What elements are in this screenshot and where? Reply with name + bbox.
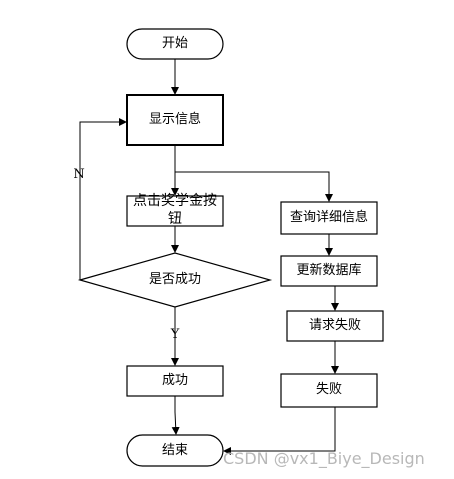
click-button-label-line2: 钮 (168, 211, 182, 227)
fail-label: 失败 (315, 382, 342, 397)
success-label: 成功 (161, 373, 188, 388)
decision-diamond (77, 252, 273, 308)
show-info-box (126, 94, 224, 146)
request-fail-box (286, 310, 384, 342)
show-info-label: 显示信息 (148, 112, 201, 127)
click-button-label-line1: 点击奖学金按 (133, 193, 217, 209)
decision-label: 是否成功 (148, 272, 201, 287)
update-db-label: 更新数据库 (296, 263, 362, 278)
start-label: 开始 (161, 36, 188, 51)
fail-box (280, 373, 378, 408)
query-detail-box (280, 201, 378, 235)
yes-edge-label: Y (170, 327, 180, 342)
arrow-success-to-end (171, 396, 180, 435)
end-label: 结束 (161, 443, 188, 458)
arrow-no-loop (79, 118, 127, 280)
query-detail-label: 查询详细信息 (289, 210, 368, 225)
csdn-watermark: CSDN @vx1_Biye_Design (223, 449, 425, 468)
request-fail-label: 请求失败 (308, 318, 361, 333)
arrow-fail-to-end (223, 407, 336, 455)
update-db-box (280, 255, 378, 287)
success-box (126, 365, 224, 397)
click-button-box (126, 195, 224, 227)
no-edge-label: N (73, 167, 85, 182)
arrow-show-to-query (175, 171, 333, 202)
